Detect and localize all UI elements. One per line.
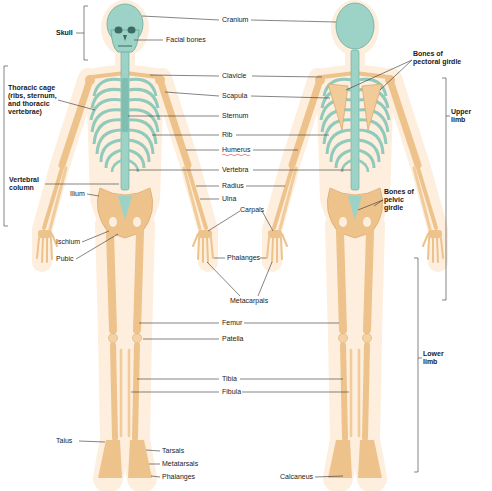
part-label: Femur [222,319,242,327]
part-label: Scapula [222,92,247,100]
part-label: Facial bones [166,36,206,44]
part-label: Vertebra [222,166,248,174]
part-label: Clavicle [222,72,247,80]
part-label: Ilium [70,190,85,198]
part-label: Talus [56,437,72,445]
back-figure [267,0,443,478]
part-label: Bones of pelvic girdle [384,188,414,212]
part-label: Metacarpals [230,297,268,305]
part-label: Ulna [222,195,236,203]
leader-lines [4,6,450,477]
part-label: Radius [222,182,244,190]
part-label: Fibula [222,388,241,396]
part-label: Humerus [222,146,250,154]
part-label: Ischium [56,238,80,246]
front-figure [37,0,213,478]
part-label: Bones of pectoral girdle [413,50,465,66]
part-label: Cranium [222,16,248,24]
part-label: Thoracic cage [8,84,55,92]
part-label: Tibia [222,375,237,383]
part-label: Vertebral column [9,176,45,192]
part-label: Upper limb [451,108,477,124]
part-label: Pubic [56,255,74,263]
part-label: Metatarsals [162,460,198,468]
part-label: Phalanges [227,254,260,262]
part-label: (ribs, sternum, and thoracic vertebrae) [8,92,58,116]
part-label: Patella [222,335,243,343]
part-label: Calcaneus [280,473,313,481]
part-label: Skull [56,29,73,37]
spellcheck-underline [222,154,250,155]
part-label: Phalanges [162,473,195,481]
part-label: Lower limb [423,350,449,366]
part-label: Tarsals [162,447,184,455]
part-label: Carpals [240,206,264,214]
part-label: Sternum [222,112,248,120]
part-label: Rib [222,131,233,139]
